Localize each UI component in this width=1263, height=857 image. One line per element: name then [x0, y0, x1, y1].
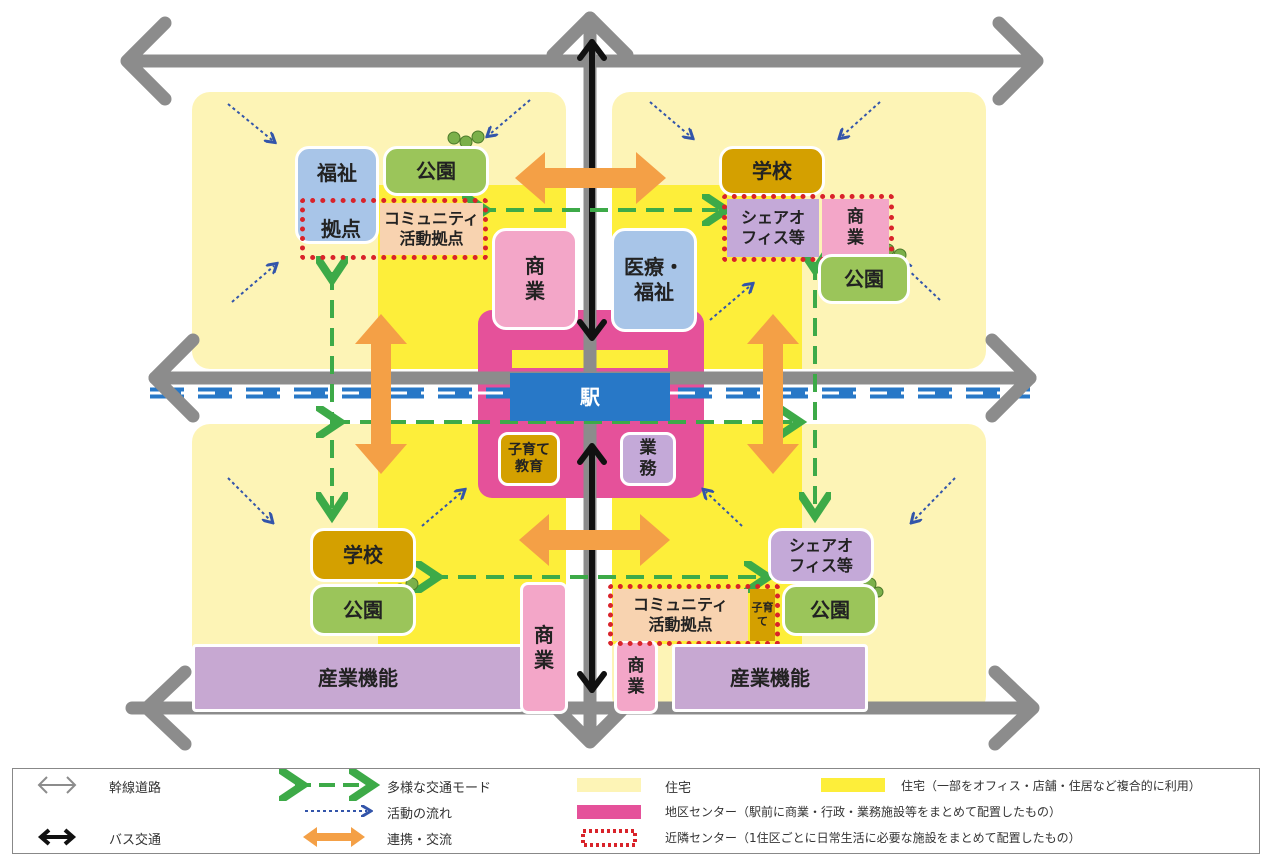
station-label: 駅: [580, 384, 600, 409]
se-share-office-label: シェアオ フィス等: [788, 536, 853, 575]
legend-bus-transit-label: バス交通: [109, 833, 162, 848]
se-childcare-label: 子育 て: [751, 601, 774, 628]
legend-mixed-residential-swatch: [821, 778, 885, 792]
legend-arterial-road-icon: [37, 776, 77, 794]
ne-school-box: 学校: [719, 146, 825, 196]
legend: 幹線道路 バス交通 多様な交通モード 活動の流れ 連携・交流 住宅 住宅（一部を…: [12, 768, 1260, 854]
legend-district-center-label: 地区センター（駅前に商業・行政・業務施設等をまとめて配置したもの）: [665, 805, 1062, 819]
legend-neighborhood-center-label: 近隣センター（1住区ごとに日常生活に必要な施設をまとめて配置したもの）: [665, 831, 1081, 845]
ne-park-box: 公園: [818, 254, 910, 304]
center-childcare-label: 子育て 教育: [508, 441, 550, 476]
ne-share-office-box: シェアオ フィス等: [727, 199, 819, 257]
se-community-box: コミュニティ 活動拠点: [613, 589, 748, 641]
legend-neighborhood-center-swatch: [581, 829, 637, 847]
s-commerce-label: 商 業: [534, 623, 554, 672]
nw-base-label: 拠点: [321, 216, 361, 241]
legend-activity-flow-label: 活動の流れ: [387, 807, 453, 822]
center-commerce-label: 商 業: [525, 254, 545, 303]
nw-community-box: コミュニティ 活動拠点: [380, 203, 483, 255]
s-commerce2-label: 商 業: [627, 655, 645, 697]
se-childcare-box: 子育 て: [750, 589, 775, 641]
sw-industry-box: 産業機能: [192, 644, 524, 712]
se-share-office-box: シェアオ フィス等: [768, 528, 874, 584]
sw-park-label: 公園: [343, 597, 383, 622]
s-commerce2-box: 商 業: [614, 640, 658, 714]
legend-diverse-transport-label: 多様な交通モード: [387, 781, 492, 796]
se-industry-label: 産業機能: [730, 665, 810, 690]
se-neighborhood-center: [608, 584, 780, 646]
legend-residential-label: 住宅: [665, 781, 692, 796]
ne-school-label: 学校: [752, 158, 792, 183]
ne-commerce-box: 商 業: [822, 199, 889, 257]
urban-structure-diagram: 福祉 公園 拠点 コミュニティ 活動拠点 商 業 医療・ 福祉 駅 子育て 教育…: [120, 11, 1044, 751]
station-box: 駅: [510, 373, 670, 421]
sw-school-box: 学校: [310, 528, 416, 582]
link-exchange-arrows: [355, 152, 799, 566]
nw-park-label: 公園: [416, 158, 456, 183]
se-park-label: 公園: [810, 597, 850, 622]
nw-neighborhood-center: [300, 198, 488, 260]
legend-symbols: [37, 769, 885, 847]
sw-school-label: 学校: [343, 542, 383, 567]
legend-residential-swatch: [577, 778, 641, 792]
s-commerce-box: 商 業: [520, 582, 568, 714]
ne-commerce-label: 商 業: [847, 206, 864, 248]
nw-welfare-label: 福祉: [317, 161, 357, 185]
center-business-label: 業 務: [639, 437, 657, 479]
sw-park-box: 公園: [310, 584, 416, 636]
activity-flow-arrows: [227, 99, 956, 527]
center-childcare-box: 子育て 教育: [498, 432, 560, 486]
nw-park-box: 公園: [383, 146, 489, 196]
center-business-box: 業 務: [620, 432, 676, 486]
center-medical-box: 医療・ 福祉: [611, 228, 697, 332]
se-park-box: 公園: [782, 584, 878, 636]
ne-park-label: 公園: [844, 266, 884, 291]
legend-arterial-road-label: 幹線道路: [109, 781, 162, 796]
ne-neighborhood-center: [722, 194, 894, 262]
nw-welfare-box: 福祉: [295, 146, 379, 244]
sw-industry-label: 産業機能: [318, 665, 398, 690]
legend-bus-transit-icon: [37, 828, 77, 846]
nw-base-label-box: 拠点: [305, 203, 377, 255]
center-commerce-box: 商 業: [492, 228, 578, 330]
se-industry-box: 産業機能: [672, 644, 868, 712]
legend-district-center-swatch: [577, 805, 641, 819]
legend-mixed-residential-label: 住宅（一部をオフィス・店舗・住居など複合的に利用）: [901, 779, 1201, 793]
center-medical-label: 医療・ 福祉: [624, 255, 684, 304]
diverse-transport-lines: [332, 210, 815, 577]
ne-share-office-label: シェアオ フィス等: [740, 208, 805, 247]
legend-link-exchange-label: 連携・交流: [387, 833, 453, 848]
legend-link-exchange-icon: [303, 827, 365, 847]
se-community-label: コミュニティ 活動拠点: [632, 595, 729, 634]
nw-community-label: コミュニティ 活動拠点: [383, 209, 480, 248]
